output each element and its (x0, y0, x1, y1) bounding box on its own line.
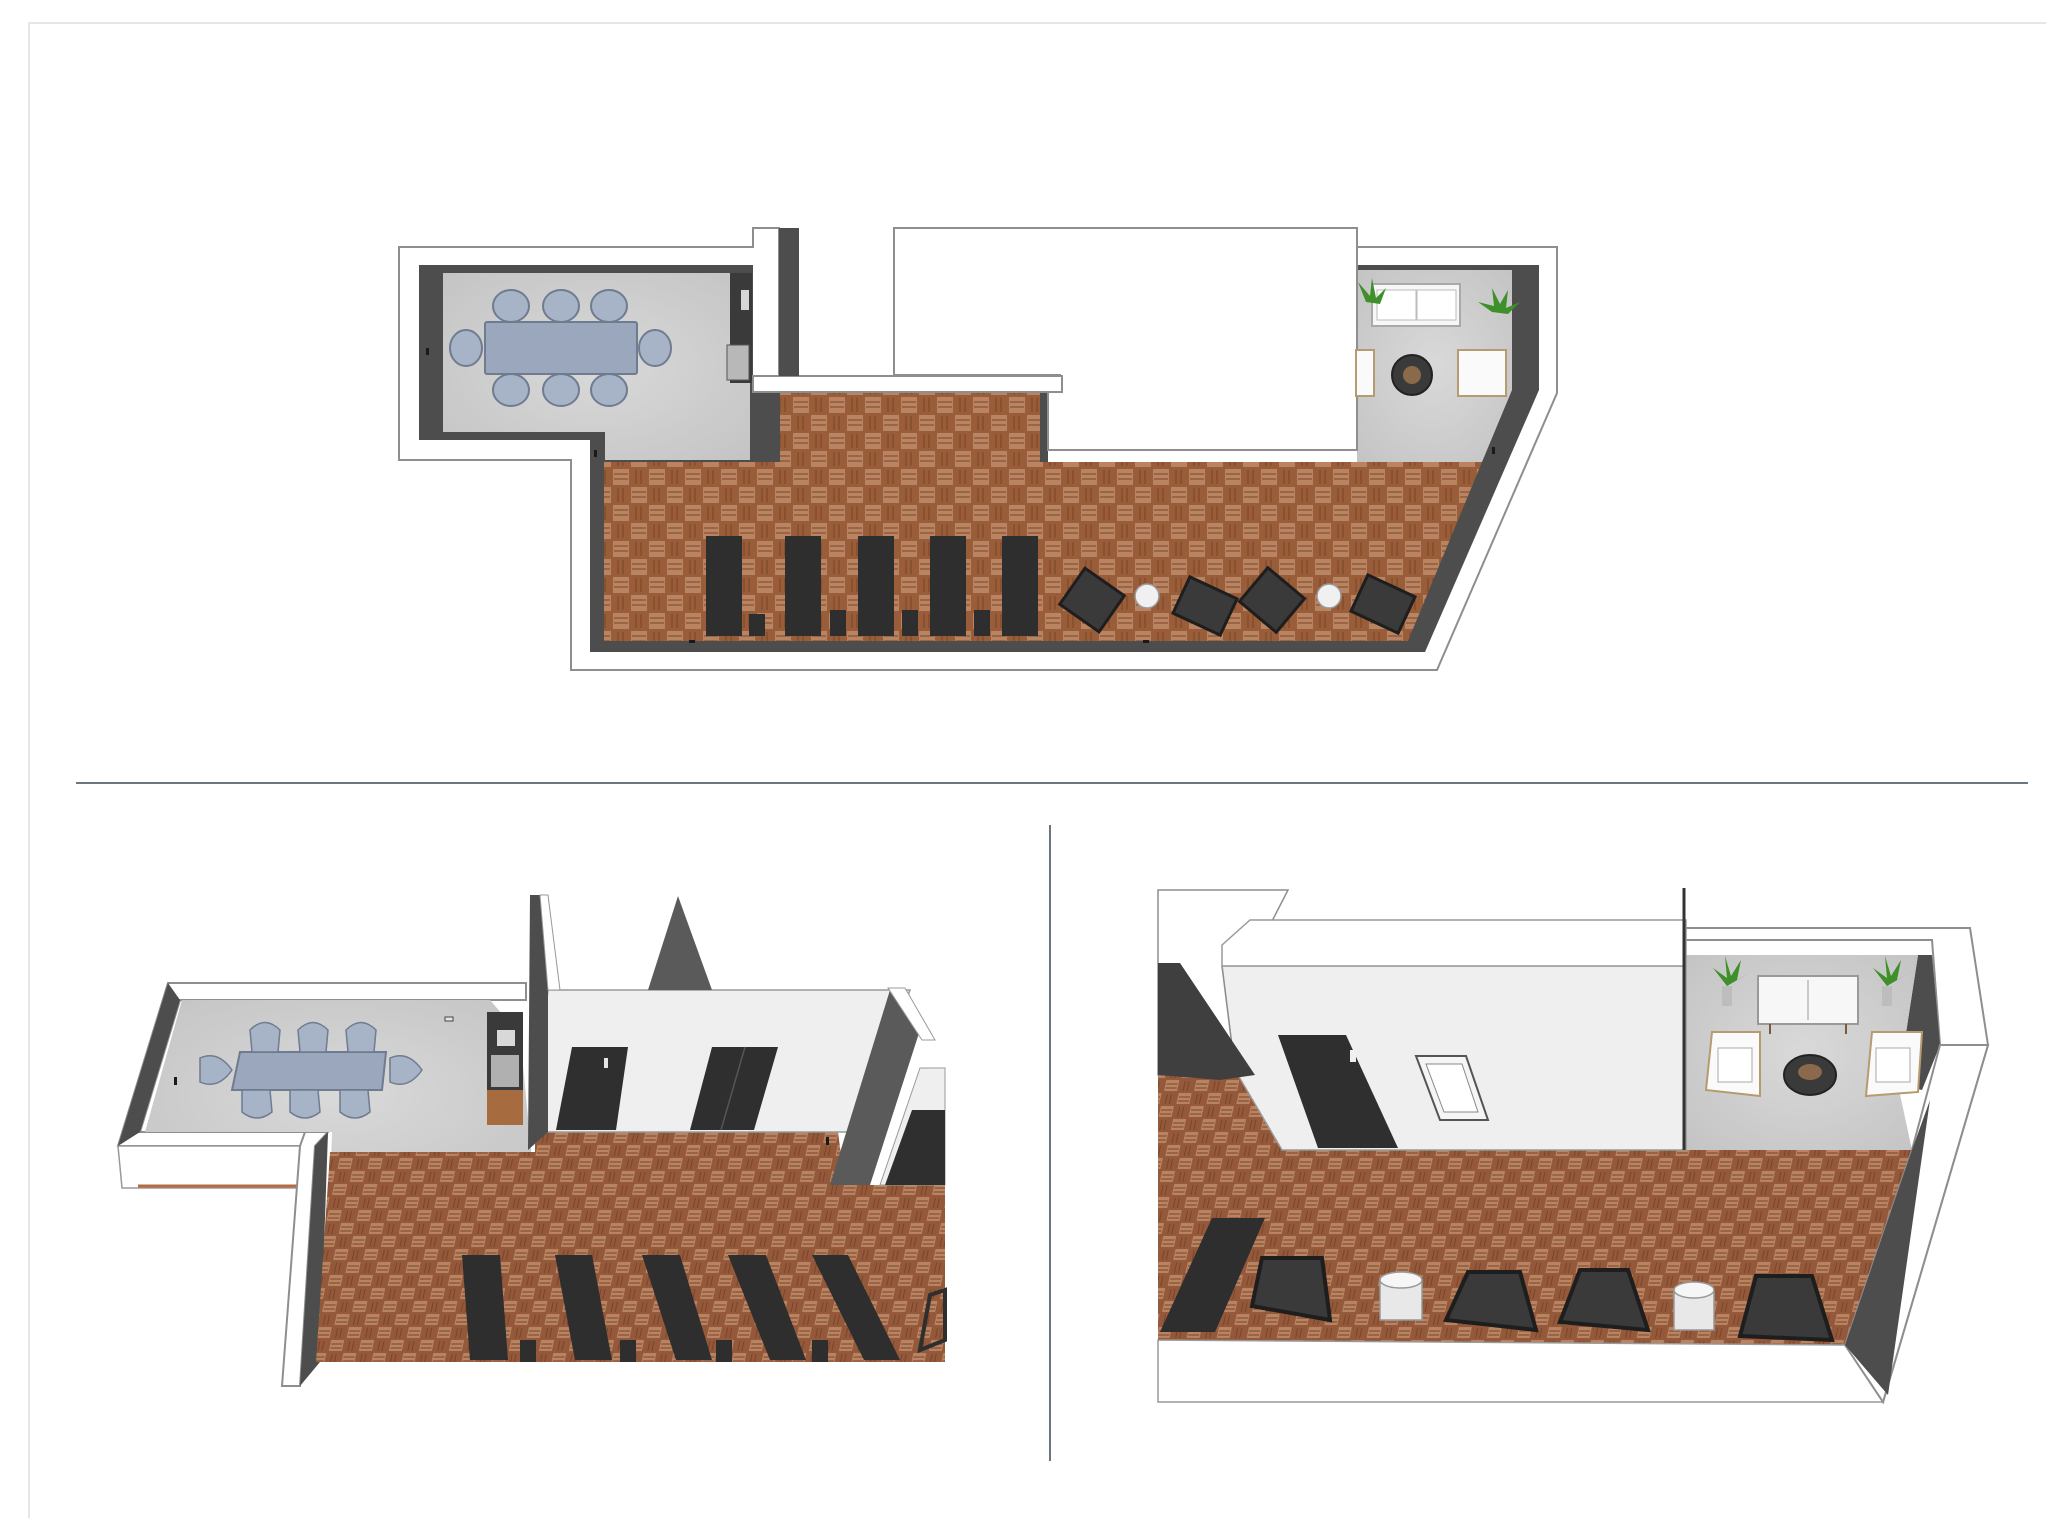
page-frame-left (28, 22, 30, 1518)
dining-chair-icon (542, 373, 580, 407)
facade-dark-strip (1158, 963, 1255, 1080)
sun-loungers-plan (706, 536, 1038, 636)
dining-set-perspective (199, 1021, 423, 1119)
dining-chair-icon (345, 1021, 377, 1053)
sun-lounger-icon (930, 536, 966, 636)
sun-lounger-icon (812, 1255, 900, 1360)
sun-lounger-icon (642, 1255, 712, 1360)
grill-icon (487, 1012, 523, 1125)
building-side-cap (887, 987, 936, 1041)
sun-lounger-icon (858, 536, 894, 636)
parapet-front (117, 1145, 307, 1189)
lounge-chair-icon (1557, 1268, 1651, 1333)
inner-wall (118, 983, 180, 1146)
door-icon (690, 1047, 778, 1130)
dining-set-plan (449, 289, 672, 407)
top-plan-view (398, 227, 1558, 671)
side-table-icon (1134, 583, 1160, 609)
side-table-icon (1316, 583, 1342, 609)
horizontal-divider (76, 782, 2028, 784)
dining-chair-icon (638, 329, 672, 367)
dining-chair-icon (297, 1021, 329, 1053)
skylight-icon (1414, 1055, 1490, 1121)
sun-lounger-icon (462, 1255, 508, 1360)
door-icon (1278, 1035, 1398, 1148)
dining-chair-icon (389, 1055, 423, 1085)
bottom-left-perspective-view (116, 894, 947, 1387)
potted-plant-icon (1358, 278, 1386, 304)
sun-loungers-perspective (462, 1255, 947, 1362)
dining-chair-icon (199, 1055, 233, 1085)
sun-lounger-icon (728, 1255, 806, 1360)
parapet-front (1157, 1339, 1885, 1403)
stair-wall (528, 895, 548, 1150)
sun-lounger-icon (1160, 1218, 1265, 1332)
lounge-chair-icon (1057, 566, 1127, 634)
dining-chair-icon (492, 373, 530, 407)
door-icon (556, 1047, 628, 1130)
dining-chair-icon (492, 289, 530, 323)
sun-lounger-icon (706, 536, 742, 636)
wall-lights-plan (426, 348, 1495, 643)
bottom-right-perspective-view (1157, 888, 1990, 1405)
dining-table-icon (230, 1051, 388, 1091)
building-ledge (752, 375, 1063, 393)
stair-wall (779, 228, 799, 376)
grill-icon (726, 273, 752, 383)
lounge-chair-icon (1170, 574, 1240, 638)
dining-chair-icon (249, 1021, 281, 1053)
side-table-icon (1379, 1271, 1423, 1321)
dining-chair-icon (241, 1089, 273, 1119)
door-icon (885, 1110, 945, 1185)
dining-table-icon (484, 321, 638, 375)
lounge-chair-icon (1348, 572, 1418, 636)
sun-lounger-icon (555, 1255, 612, 1360)
lounge-terrace-floor (1686, 955, 1918, 1150)
deck-furniture-perspective (1160, 1218, 1835, 1343)
lounge-chairs-plan (1057, 565, 1418, 638)
building-side-dark (830, 990, 920, 1185)
potted-plant-icon (1713, 956, 1751, 1006)
lounge-armchair-icon (1457, 349, 1507, 397)
side-table-icon (1673, 1281, 1715, 1331)
dining-chair-icon (339, 1089, 371, 1119)
sun-lounger-icon (785, 536, 821, 636)
potted-plant-icon (1478, 288, 1520, 314)
lounge-armchair-icon (1864, 1031, 1924, 1098)
potted-plant-icon (1873, 956, 1911, 1006)
sun-lounger-icon (1002, 536, 1038, 636)
lounge-set-perspective (1704, 956, 1924, 1098)
lounge-chair-icon (1237, 565, 1307, 635)
vertical-divider (1049, 825, 1051, 1461)
dining-chair-icon (289, 1089, 321, 1119)
lounge-chair-icon (1443, 1270, 1539, 1333)
roof-fin (648, 896, 712, 990)
dining-chair-icon (590, 373, 628, 407)
dining-chair-icon (590, 289, 628, 323)
lounge-chair-icon (1249, 1256, 1333, 1323)
dining-chair-icon (449, 329, 483, 367)
lounge-chair-icon (1737, 1274, 1835, 1343)
lounge-armchair-icon (1355, 349, 1375, 397)
page-frame-top (28, 22, 2046, 24)
lounge-armchair-icon (1704, 1031, 1761, 1098)
lounge-set-plan (1355, 278, 1520, 397)
dining-chair-icon (542, 289, 580, 323)
wood-deck-floor (1158, 1075, 1912, 1345)
